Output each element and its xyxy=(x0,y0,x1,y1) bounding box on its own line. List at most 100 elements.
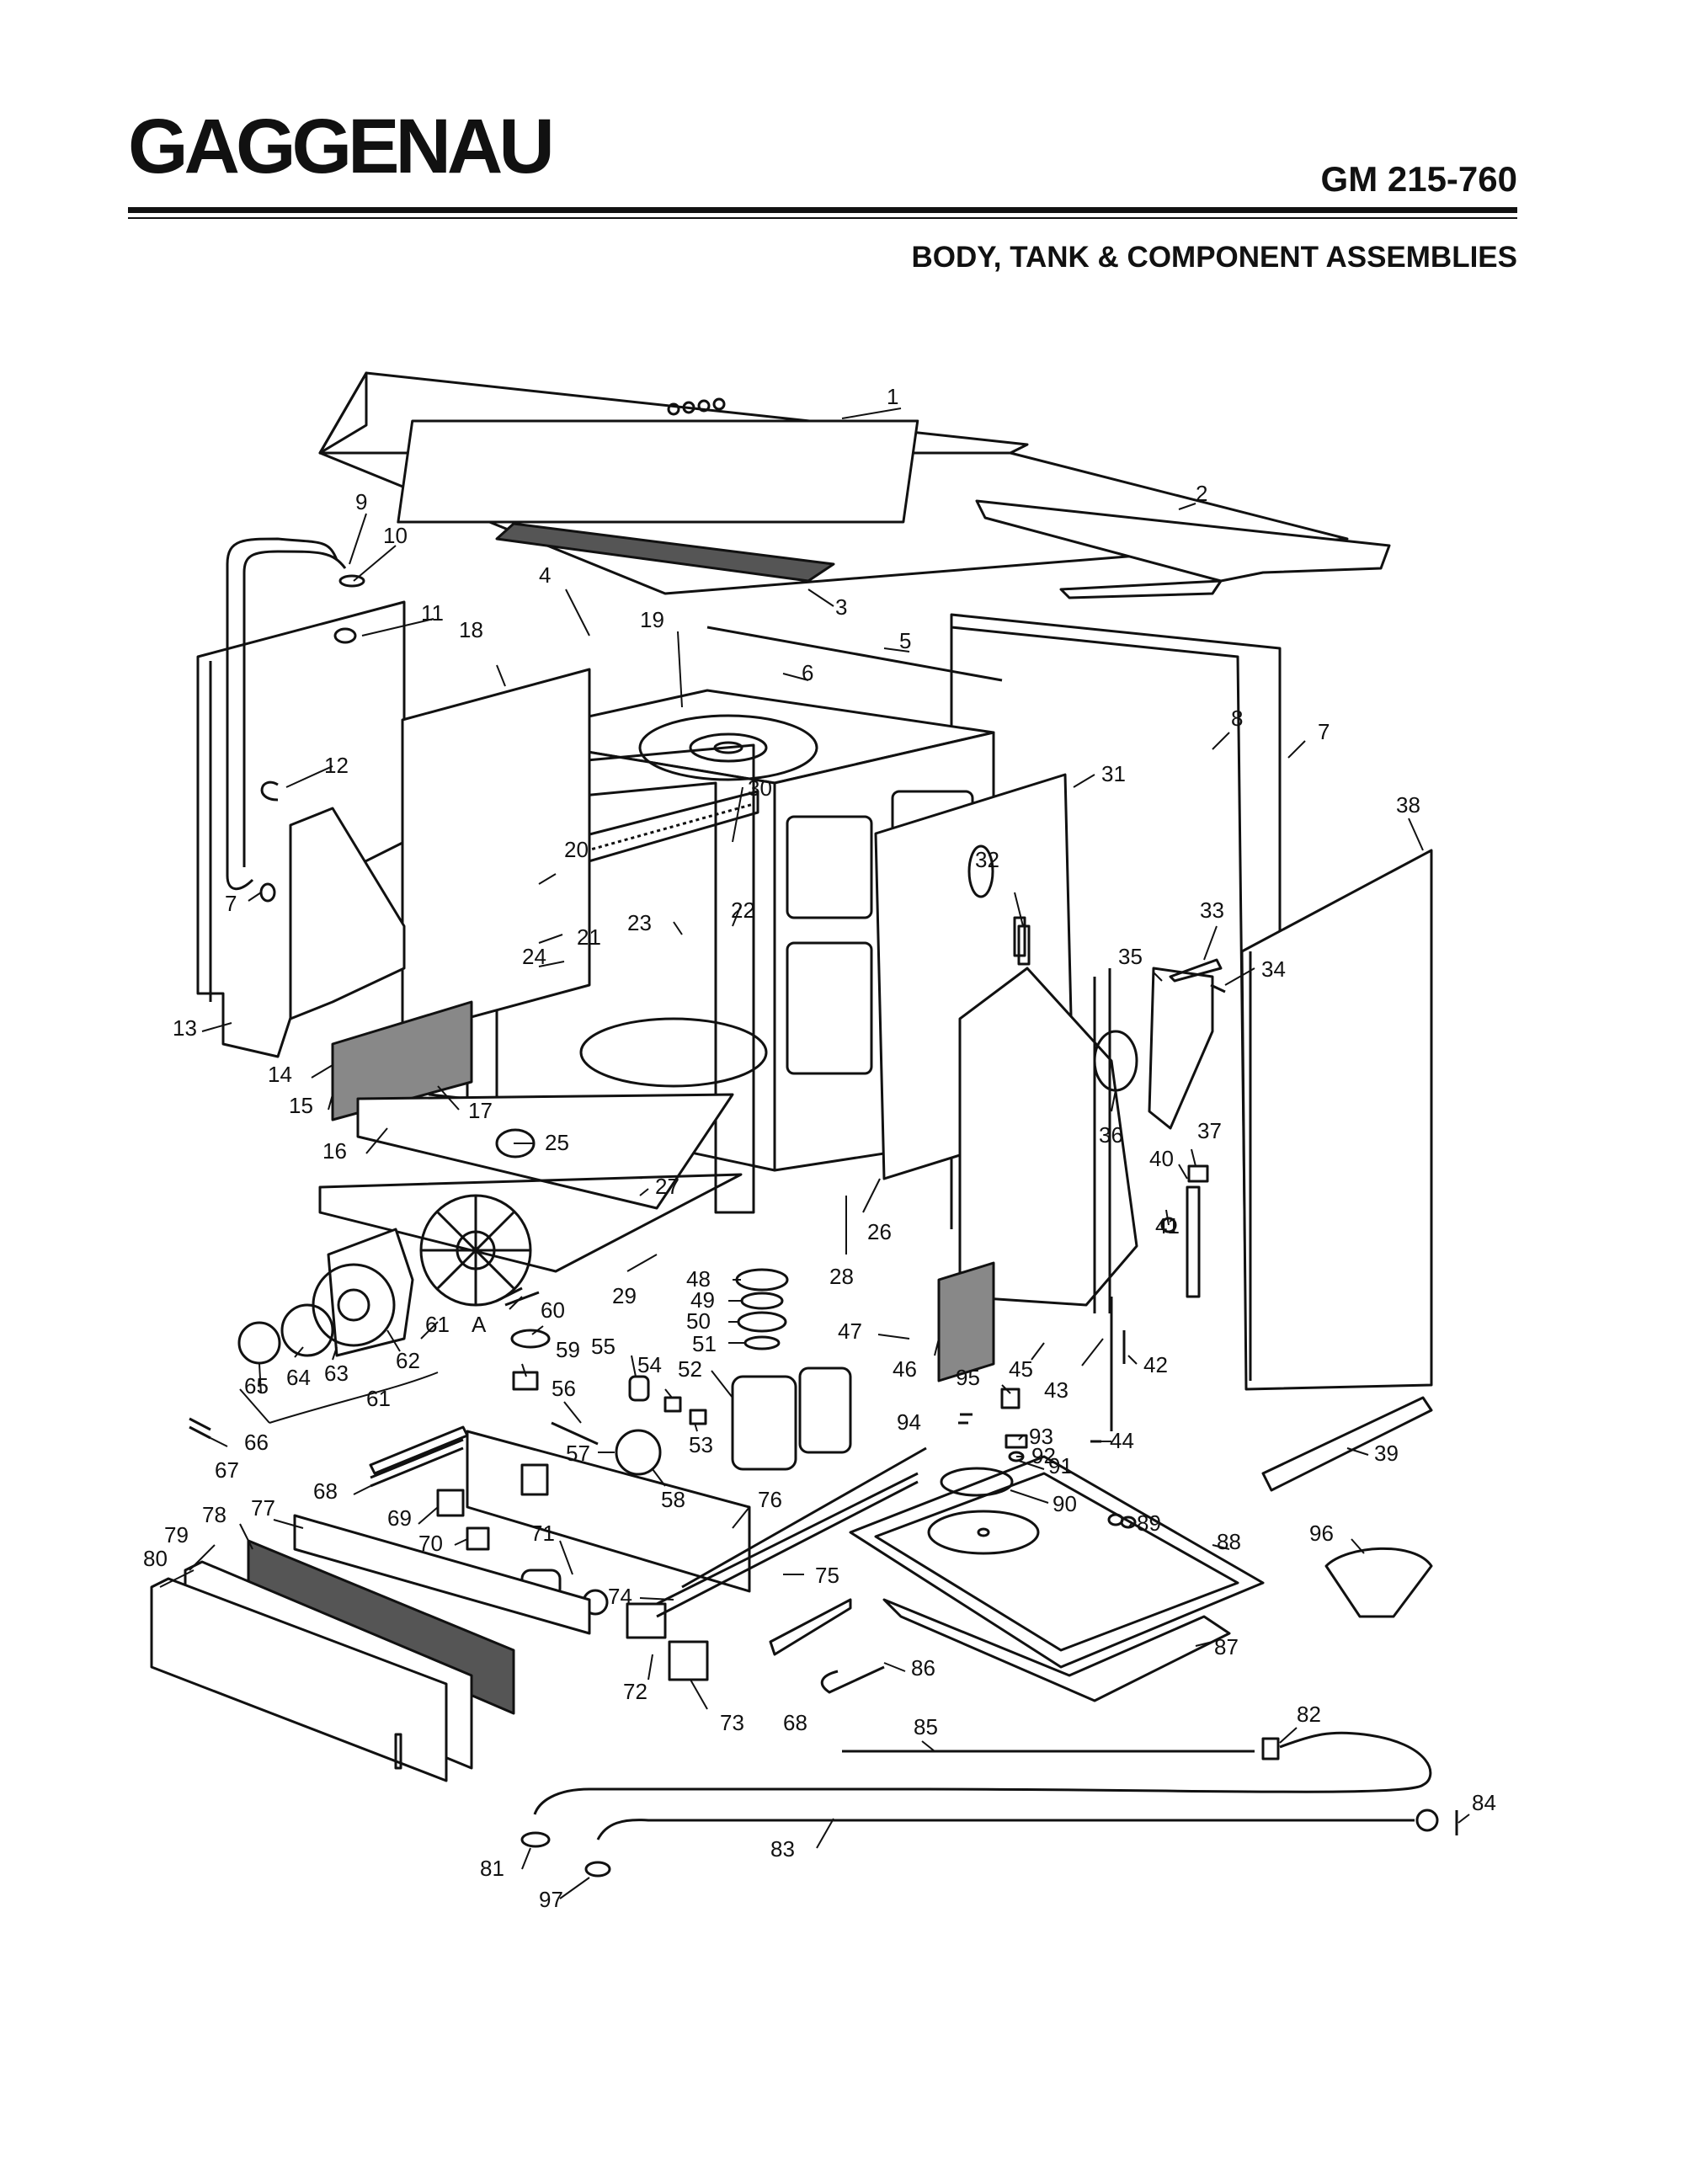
brand-logo: GAGGENAU xyxy=(128,104,555,189)
callout-83: 83 xyxy=(770,1836,795,1862)
callout-29: 29 xyxy=(612,1283,637,1308)
callout-62: 62 xyxy=(396,1348,420,1373)
callout-92: 92 xyxy=(1031,1443,1056,1468)
callout-17: 17 xyxy=(468,1098,493,1123)
callout-37: 37 xyxy=(1197,1118,1222,1143)
misc-fittings xyxy=(958,924,1226,1443)
callout-5: 5 xyxy=(899,628,911,653)
rail-strip xyxy=(706,626,1003,682)
callout-78: 78 xyxy=(202,1502,226,1527)
sound-panel-left xyxy=(401,668,591,1037)
callout-13: 13 xyxy=(173,1015,197,1041)
callout-53: 53 xyxy=(689,1432,713,1457)
callout-69: 69 xyxy=(387,1505,412,1531)
callout-76: 76 xyxy=(758,1487,782,1512)
callout-68-left: 68 xyxy=(313,1478,338,1504)
callout-45: 45 xyxy=(1009,1356,1033,1382)
gasket-strip xyxy=(495,522,835,583)
callout-91: 91 xyxy=(1048,1453,1073,1478)
callout-75: 75 xyxy=(815,1563,839,1588)
callout-74: 74 xyxy=(608,1584,632,1609)
door-frame xyxy=(428,743,755,1214)
callout-93: 93 xyxy=(1029,1424,1053,1449)
callout-8: 8 xyxy=(1231,706,1243,731)
callout-96: 96 xyxy=(1309,1521,1334,1546)
callout-54: 54 xyxy=(637,1352,662,1377)
callout-61-upper: 61 xyxy=(425,1312,450,1337)
callout-3: 3 xyxy=(835,594,847,620)
callout-67: 67 xyxy=(215,1457,239,1483)
callout-7-left: 7 xyxy=(225,891,237,916)
inlet-hose xyxy=(584,1665,1458,1878)
callout-40: 40 xyxy=(1149,1146,1174,1171)
leader-lines xyxy=(159,408,1470,1899)
callout-22: 22 xyxy=(731,898,755,923)
callout-10: 10 xyxy=(383,523,408,548)
callout-90: 90 xyxy=(1052,1491,1077,1516)
callout-41: 41 xyxy=(1155,1213,1180,1238)
callout-49: 49 xyxy=(690,1287,715,1313)
callout-56: 56 xyxy=(552,1376,576,1401)
callout-46: 46 xyxy=(893,1356,917,1382)
top-panel xyxy=(318,371,1349,595)
header-rule xyxy=(128,207,1517,213)
callout-80: 80 xyxy=(143,1546,168,1571)
callout-labels: 1 2 3 4 5 6 7 7 8 9 10 11 12 13 14 15 16… xyxy=(143,384,1496,1912)
callout-15: 15 xyxy=(289,1093,313,1118)
callout-81: 81 xyxy=(480,1856,504,1881)
callout-88: 88 xyxy=(1217,1529,1241,1554)
callout-19: 19 xyxy=(640,607,664,632)
callout-87: 87 xyxy=(1214,1634,1239,1659)
callout-82: 82 xyxy=(1297,1702,1321,1727)
callout-27: 27 xyxy=(655,1174,679,1199)
callout-42: 42 xyxy=(1143,1352,1168,1377)
callout-44: 44 xyxy=(1110,1428,1134,1453)
base-frame xyxy=(189,1417,927,1681)
callout-85: 85 xyxy=(914,1714,938,1739)
callout-6: 6 xyxy=(802,660,813,685)
callout-9: 9 xyxy=(355,489,367,514)
hinge-right xyxy=(937,967,1138,1382)
callout-1: 1 xyxy=(887,384,898,409)
callout-48: 48 xyxy=(686,1266,711,1292)
callout-30: 30 xyxy=(748,775,772,801)
callout-95: 95 xyxy=(956,1365,980,1390)
model-number: GM 215-760 xyxy=(1320,159,1517,199)
callout-63: 63 xyxy=(324,1361,349,1386)
kick-panel xyxy=(150,1539,515,1782)
callout-84: 84 xyxy=(1472,1790,1496,1815)
callout-72: 72 xyxy=(623,1679,647,1704)
callout-36: 36 xyxy=(1099,1122,1123,1148)
callout-79: 79 xyxy=(164,1522,189,1547)
callout-89: 89 xyxy=(1137,1510,1161,1536)
page-title: BODY, TANK & COMPONENT ASSEMBLIES xyxy=(911,241,1517,274)
callout-28: 28 xyxy=(829,1264,854,1289)
callout-47: 47 xyxy=(838,1318,862,1344)
callout-21: 21 xyxy=(577,924,601,950)
callout-2: 2 xyxy=(1196,481,1207,506)
callout-77: 77 xyxy=(251,1495,275,1521)
callout-58: 58 xyxy=(661,1487,685,1512)
rear-panel xyxy=(1240,849,1433,1492)
callout-68-right: 68 xyxy=(783,1710,807,1735)
callout-4: 4 xyxy=(539,562,551,588)
callout-31: 31 xyxy=(1101,761,1126,786)
callout-70: 70 xyxy=(418,1531,443,1556)
callout-94: 94 xyxy=(897,1409,921,1435)
callout-73: 73 xyxy=(720,1710,744,1735)
hinge-left xyxy=(289,807,473,1121)
callout-12: 12 xyxy=(324,753,349,778)
callout-20: 20 xyxy=(564,837,589,862)
callout-61-lower: 61 xyxy=(366,1386,391,1411)
callout-25: 25 xyxy=(545,1130,569,1155)
header-rule-thin xyxy=(128,217,1517,219)
callout-59: 59 xyxy=(556,1337,580,1362)
callout-26: 26 xyxy=(867,1219,892,1244)
callout-64: 64 xyxy=(286,1365,311,1390)
callout-57: 57 xyxy=(566,1441,590,1466)
callout-16: 16 xyxy=(322,1138,347,1164)
callout-86: 86 xyxy=(911,1655,935,1681)
callout-14: 14 xyxy=(268,1062,292,1087)
water-softener-parts xyxy=(496,1268,852,1476)
